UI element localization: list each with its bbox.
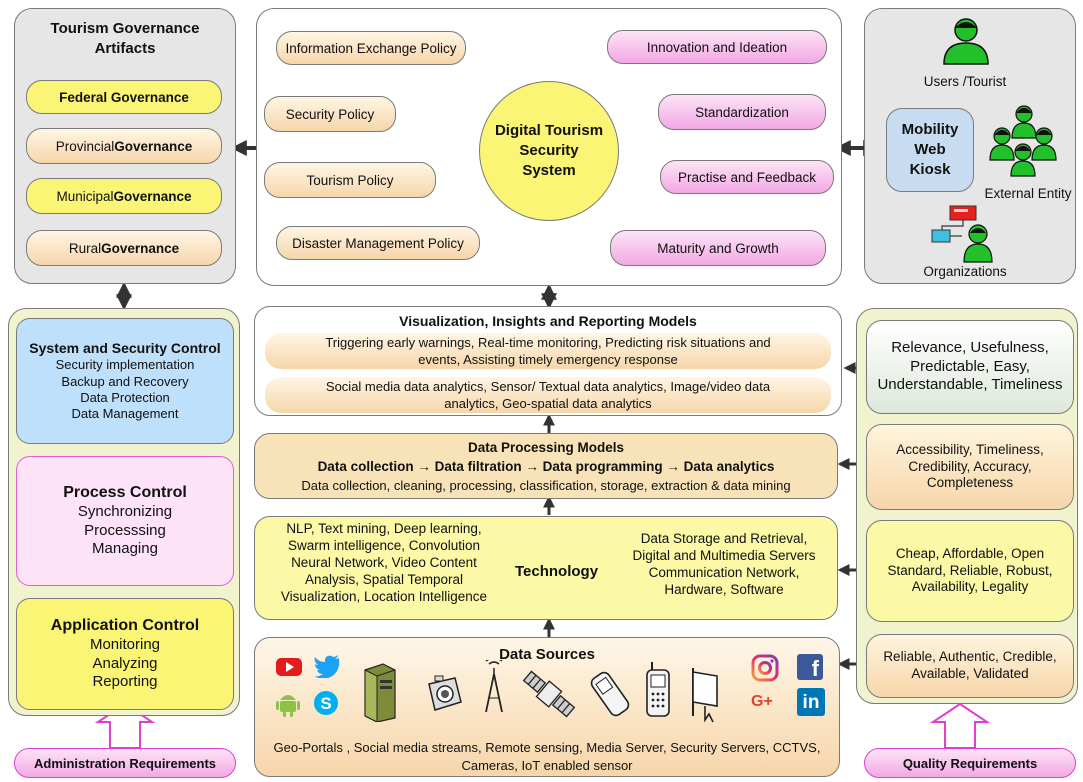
process-control: Process Control Synchronizing Processsin… xyxy=(16,456,234,586)
technology-box: NLP, Text mining, Deep learning, Swarm i… xyxy=(254,516,838,620)
processing-title: Data Processing Models xyxy=(467,440,625,455)
visualization-band-analytics: Social media data analytics, Sensor/ Tex… xyxy=(265,377,831,413)
google-plus-icon: G+ xyxy=(751,693,773,710)
technology-label: Technology xyxy=(515,563,599,580)
instagram-icon xyxy=(751,654,779,682)
svg-text:S: S xyxy=(320,694,331,713)
quality-requirements: Quality Requirements xyxy=(864,748,1076,778)
visualization-title: Visualization, Insights and Reporting Mo… xyxy=(399,313,697,329)
processing-pipeline: Data collection → Data filtration → Data… xyxy=(317,459,775,474)
technology-infrastructure: Data Storage and Retrieval, Digital and … xyxy=(632,531,816,597)
external-entity-label: External Entity xyxy=(984,186,1072,201)
digital-tourism-security-system: Digital Tourism Security System xyxy=(479,81,619,221)
twitter-icon xyxy=(314,655,340,678)
facebook-icon: f xyxy=(797,654,823,681)
disaster-management-policy: Disaster Management Policy xyxy=(276,226,480,260)
mobility-web-kiosk: Mobility Web Kiosk xyxy=(886,108,974,192)
youtube-icon xyxy=(276,658,302,676)
users-tourist-label: Users /Tourist xyxy=(923,74,1007,89)
rural-governance: Rural Governance xyxy=(26,230,222,266)
information-exchange-policy: Information Exchange Policy xyxy=(276,31,466,65)
data-processing-models: Data Processing Models Data collection →… xyxy=(254,433,838,499)
mobile-phone-icon xyxy=(590,671,630,717)
processing-detail: Data collection, cleaning, processing, c… xyxy=(301,478,791,493)
municipal-governance: Municipal Governance xyxy=(26,178,222,214)
provincial-governance: Provincial Governance xyxy=(26,128,222,164)
projector-screen-icon xyxy=(692,668,718,723)
external-entity-group-icon xyxy=(989,105,1057,177)
innovation-and-ideation: Innovation and Ideation xyxy=(607,30,827,64)
federal-governance: Federal Governance xyxy=(26,80,222,114)
maturity-and-growth: Maturity and Growth xyxy=(610,230,826,266)
administration-requirements: Administration Requirements xyxy=(14,748,236,778)
quality-box-technology: Cheap, Affordable, Open Standard, Reliab… xyxy=(866,520,1074,622)
practise-and-feedback: Practise and Feedback xyxy=(660,160,834,194)
quality-box-insights: Relevance, Usefulness, Predictable, Easy… xyxy=(866,320,1074,414)
data-sources: Data Sources S xyxy=(254,637,840,777)
quality-requirement-arrow xyxy=(929,702,991,749)
antenna-icon xyxy=(485,660,503,713)
satellite-icon xyxy=(522,670,576,718)
data-sources-title: Data Sources xyxy=(499,646,595,663)
data-sources-list: Geo-Portals , Social media streams, Remo… xyxy=(273,740,821,773)
security-policy: Security Policy xyxy=(264,96,396,132)
linkedin-icon: in xyxy=(797,688,825,716)
organizations-icon xyxy=(931,205,993,263)
organizations-label: Organizations xyxy=(923,264,1007,279)
visualization-models: Visualization, Insights and Reporting Mo… xyxy=(254,306,842,416)
camera-icon xyxy=(428,675,462,711)
server-icon xyxy=(364,663,396,722)
governance-title: Tourism Governance Artifacts xyxy=(50,20,200,57)
android-icon xyxy=(276,695,300,717)
quality-box-processing: Accessibility, Timeliness, Credibility, … xyxy=(866,424,1074,510)
visualization-band-warnings: Triggering early warnings, Real-time mon… xyxy=(265,333,831,369)
users-tourist-icon xyxy=(943,18,989,65)
technology-methods: NLP, Text mining, Deep learning, Swarm i… xyxy=(280,521,488,604)
system-security-control: System and Security Control Security imp… xyxy=(16,318,234,444)
quality-box-sources: Reliable, Authentic, Credible, Available… xyxy=(866,634,1074,698)
tourism-policy: Tourism Policy xyxy=(264,162,436,198)
standardization: Standardization xyxy=(658,94,826,130)
handset-icon xyxy=(646,662,670,717)
application-control: Application Control Monitoring Analyzing… xyxy=(16,598,234,710)
skype-icon: S xyxy=(314,691,338,715)
